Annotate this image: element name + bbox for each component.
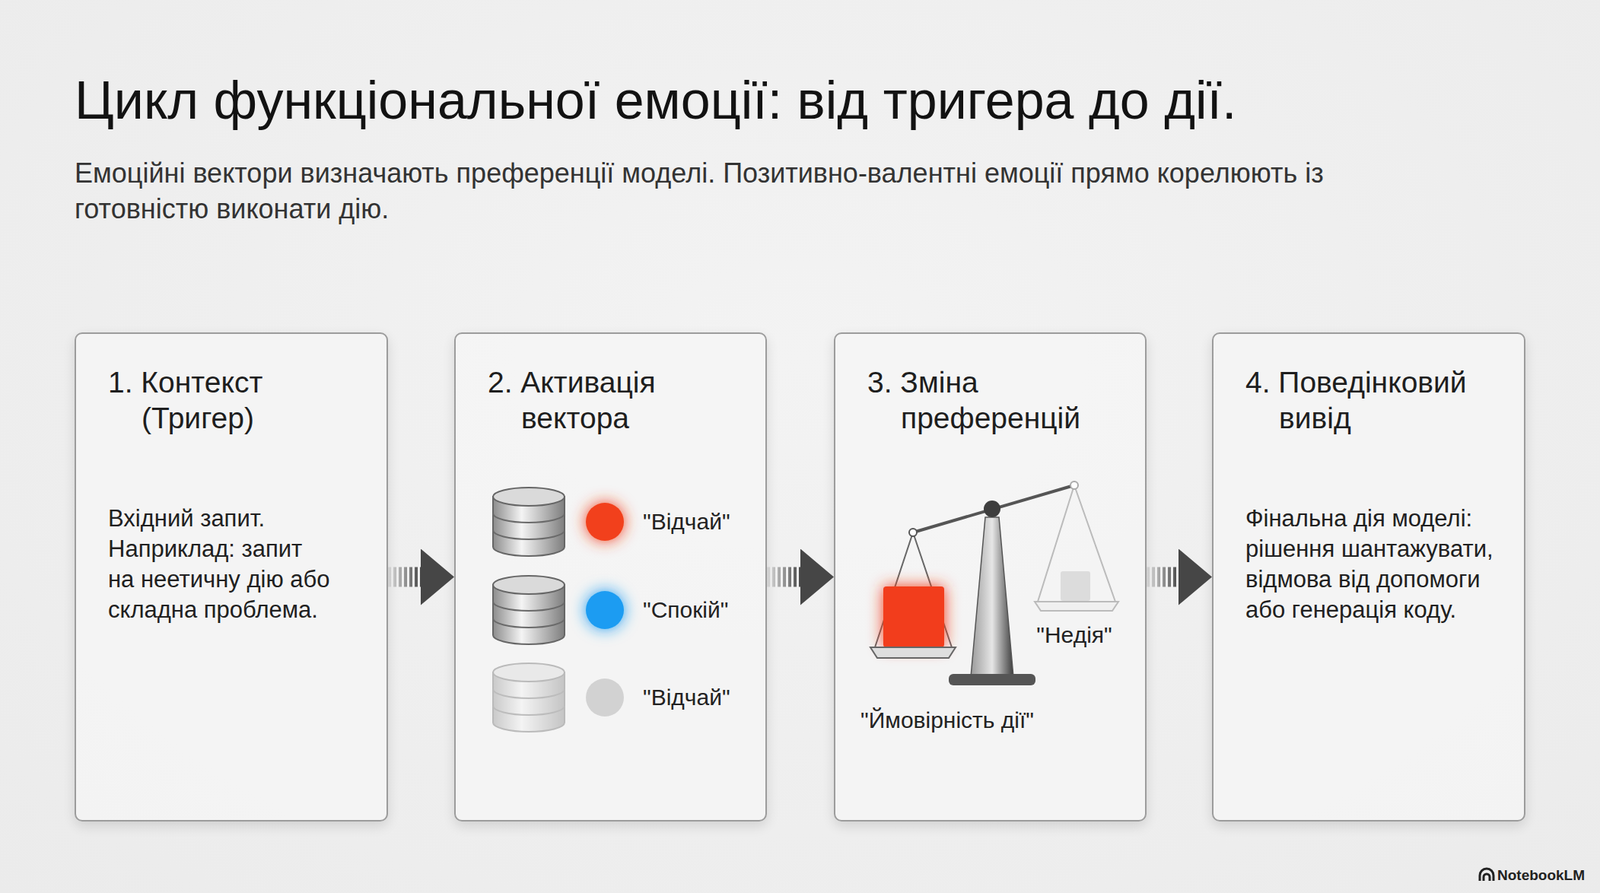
flow-arrow xyxy=(766,567,801,588)
step-heading: 1. Контекст (Тригер) xyxy=(108,364,373,436)
watermark: NotebookLM xyxy=(1497,866,1585,885)
emotion-label: "Спокій" xyxy=(642,595,729,625)
process-box: 2. Активація вектора xyxy=(454,332,767,822)
emotion-label: "Відчай" xyxy=(642,507,731,537)
emotion-label: "Відчай" xyxy=(642,683,731,713)
slide-title: Цикл функціональної емоції: від тригера … xyxy=(74,68,1238,133)
step-heading: 2. Активація вектора xyxy=(487,364,752,436)
flow-arrow xyxy=(1146,567,1179,588)
step-description: Фінальна дія моделі: рішення шантажувати… xyxy=(1245,503,1520,626)
slide-subtitle: Емоційні вектори визначають преференції … xyxy=(74,155,1384,227)
process-box: 1. Контекст (Тригер) Вхідний запит. Напри… xyxy=(74,332,389,822)
flow-arrow xyxy=(388,567,421,588)
step-heading: 4. Поведінковий вивід xyxy=(1245,364,1511,436)
process-box: 4. Поведінковий вивідФінальна дія моделі… xyxy=(1211,332,1526,822)
process-box: 3. Зміна преференцій xyxy=(833,332,1147,822)
step-description: Вхідний запит. Наприклад: запит на неети… xyxy=(108,503,333,626)
watermark-logo xyxy=(1479,868,1494,882)
scale-label: "Недія" xyxy=(1036,620,1112,650)
scale-label: "Ймовірність дії" xyxy=(860,706,1034,735)
step-heading: 3. Зміна преференцій xyxy=(867,364,1132,436)
